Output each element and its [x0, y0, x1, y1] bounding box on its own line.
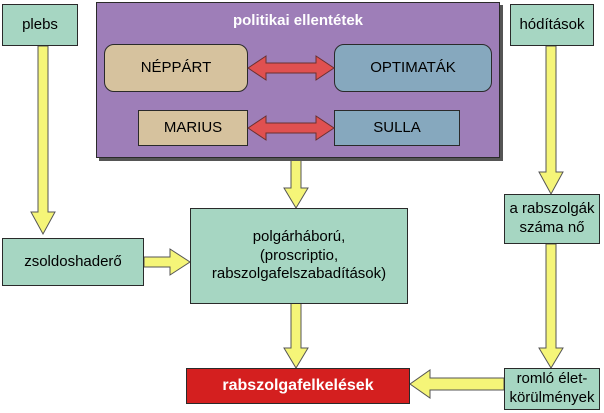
node-romlo-eletkorulmenyek: romló élet- körülmények — [504, 368, 600, 410]
node-plebs: plebs — [2, 4, 78, 46]
node-polgarhaboru-line2: (proscriptio, — [259, 246, 339, 264]
node-hoditasok: hódítások — [510, 4, 594, 46]
arrow-rabszolgak-to-romlo — [538, 243, 564, 369]
double-arrow-neppart-optimatak — [247, 55, 335, 81]
arrow-zsoldoshadero-to-polgarhaboru — [143, 248, 191, 276]
node-sulla: SULLA — [334, 110, 460, 146]
node-rabszolgafelkelesek-label: rabszolgafelkelések — [222, 377, 374, 394]
node-rabszolgafelkelesek: rabszolgafelkelések — [186, 368, 410, 404]
node-rabszolgak-line2: száma nő — [519, 219, 585, 236]
node-polgarhaboru-line1: polgárháború, — [252, 227, 346, 245]
node-optimatak-label: OPTIMATÁK — [370, 58, 456, 76]
node-marius-label: MARIUS — [163, 118, 223, 136]
node-plebs-label: plebs — [22, 15, 58, 33]
node-rabszolgak-line1: a rabszolgák — [509, 200, 595, 218]
node-neppart: NÉPPÁRT — [104, 44, 248, 92]
node-polgarhaboru: polgárháború, (proscriptio, rabszolgafel… — [190, 208, 408, 304]
arrow-plebs-to-zsoldoshadero — [30, 45, 56, 236]
arrow-romlo-to-felkelesek — [409, 369, 505, 399]
node-neppart-label: NÉPPÁRT — [140, 58, 212, 76]
node-hoditasok-label: hódítások — [519, 15, 585, 33]
node-optimatak: OPTIMATÁK — [334, 44, 492, 92]
node-romlo-line2: körülmények — [509, 389, 595, 406]
arrow-polgarhaboru-to-felkelesek — [283, 302, 309, 369]
node-romlo-line1: romló élet- — [516, 370, 588, 388]
double-arrow-marius-sulla — [247, 115, 335, 141]
panel-title: politikai ellentétek — [232, 12, 364, 29]
node-zsoldoshadero: zsoldoshaderő — [2, 238, 144, 286]
node-polgarhaboru-line3: rabszolgafelszabadítások) — [211, 265, 387, 283]
node-zsoldoshadero-label: zsoldoshaderő — [24, 252, 122, 270]
node-rabszolgak-szama: a rabszolgák száma nő — [504, 194, 600, 244]
arrow-panel-to-polgarhaboru — [283, 157, 309, 209]
node-sulla-label: SULLA — [373, 118, 421, 136]
arrow-hoditasok-to-rabszolgak — [538, 45, 564, 196]
